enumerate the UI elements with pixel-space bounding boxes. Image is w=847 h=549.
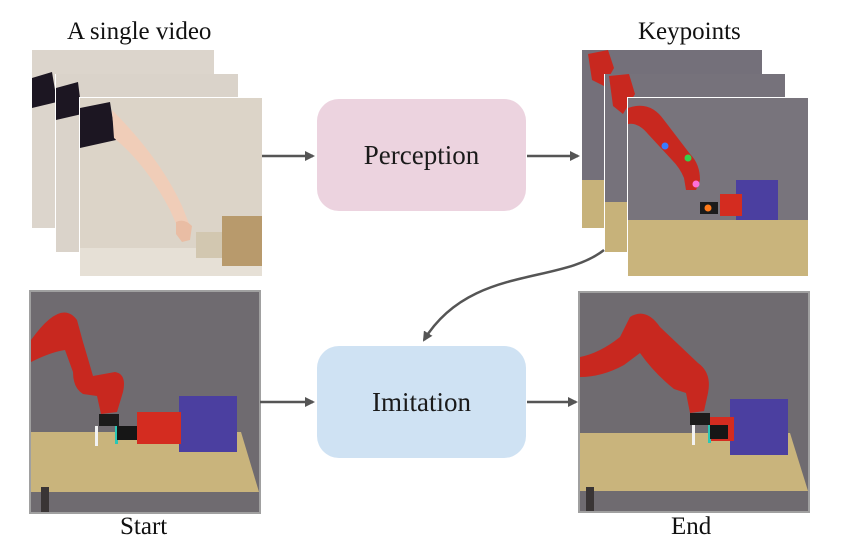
- arrow-keypoints-to-imitation: [424, 250, 604, 340]
